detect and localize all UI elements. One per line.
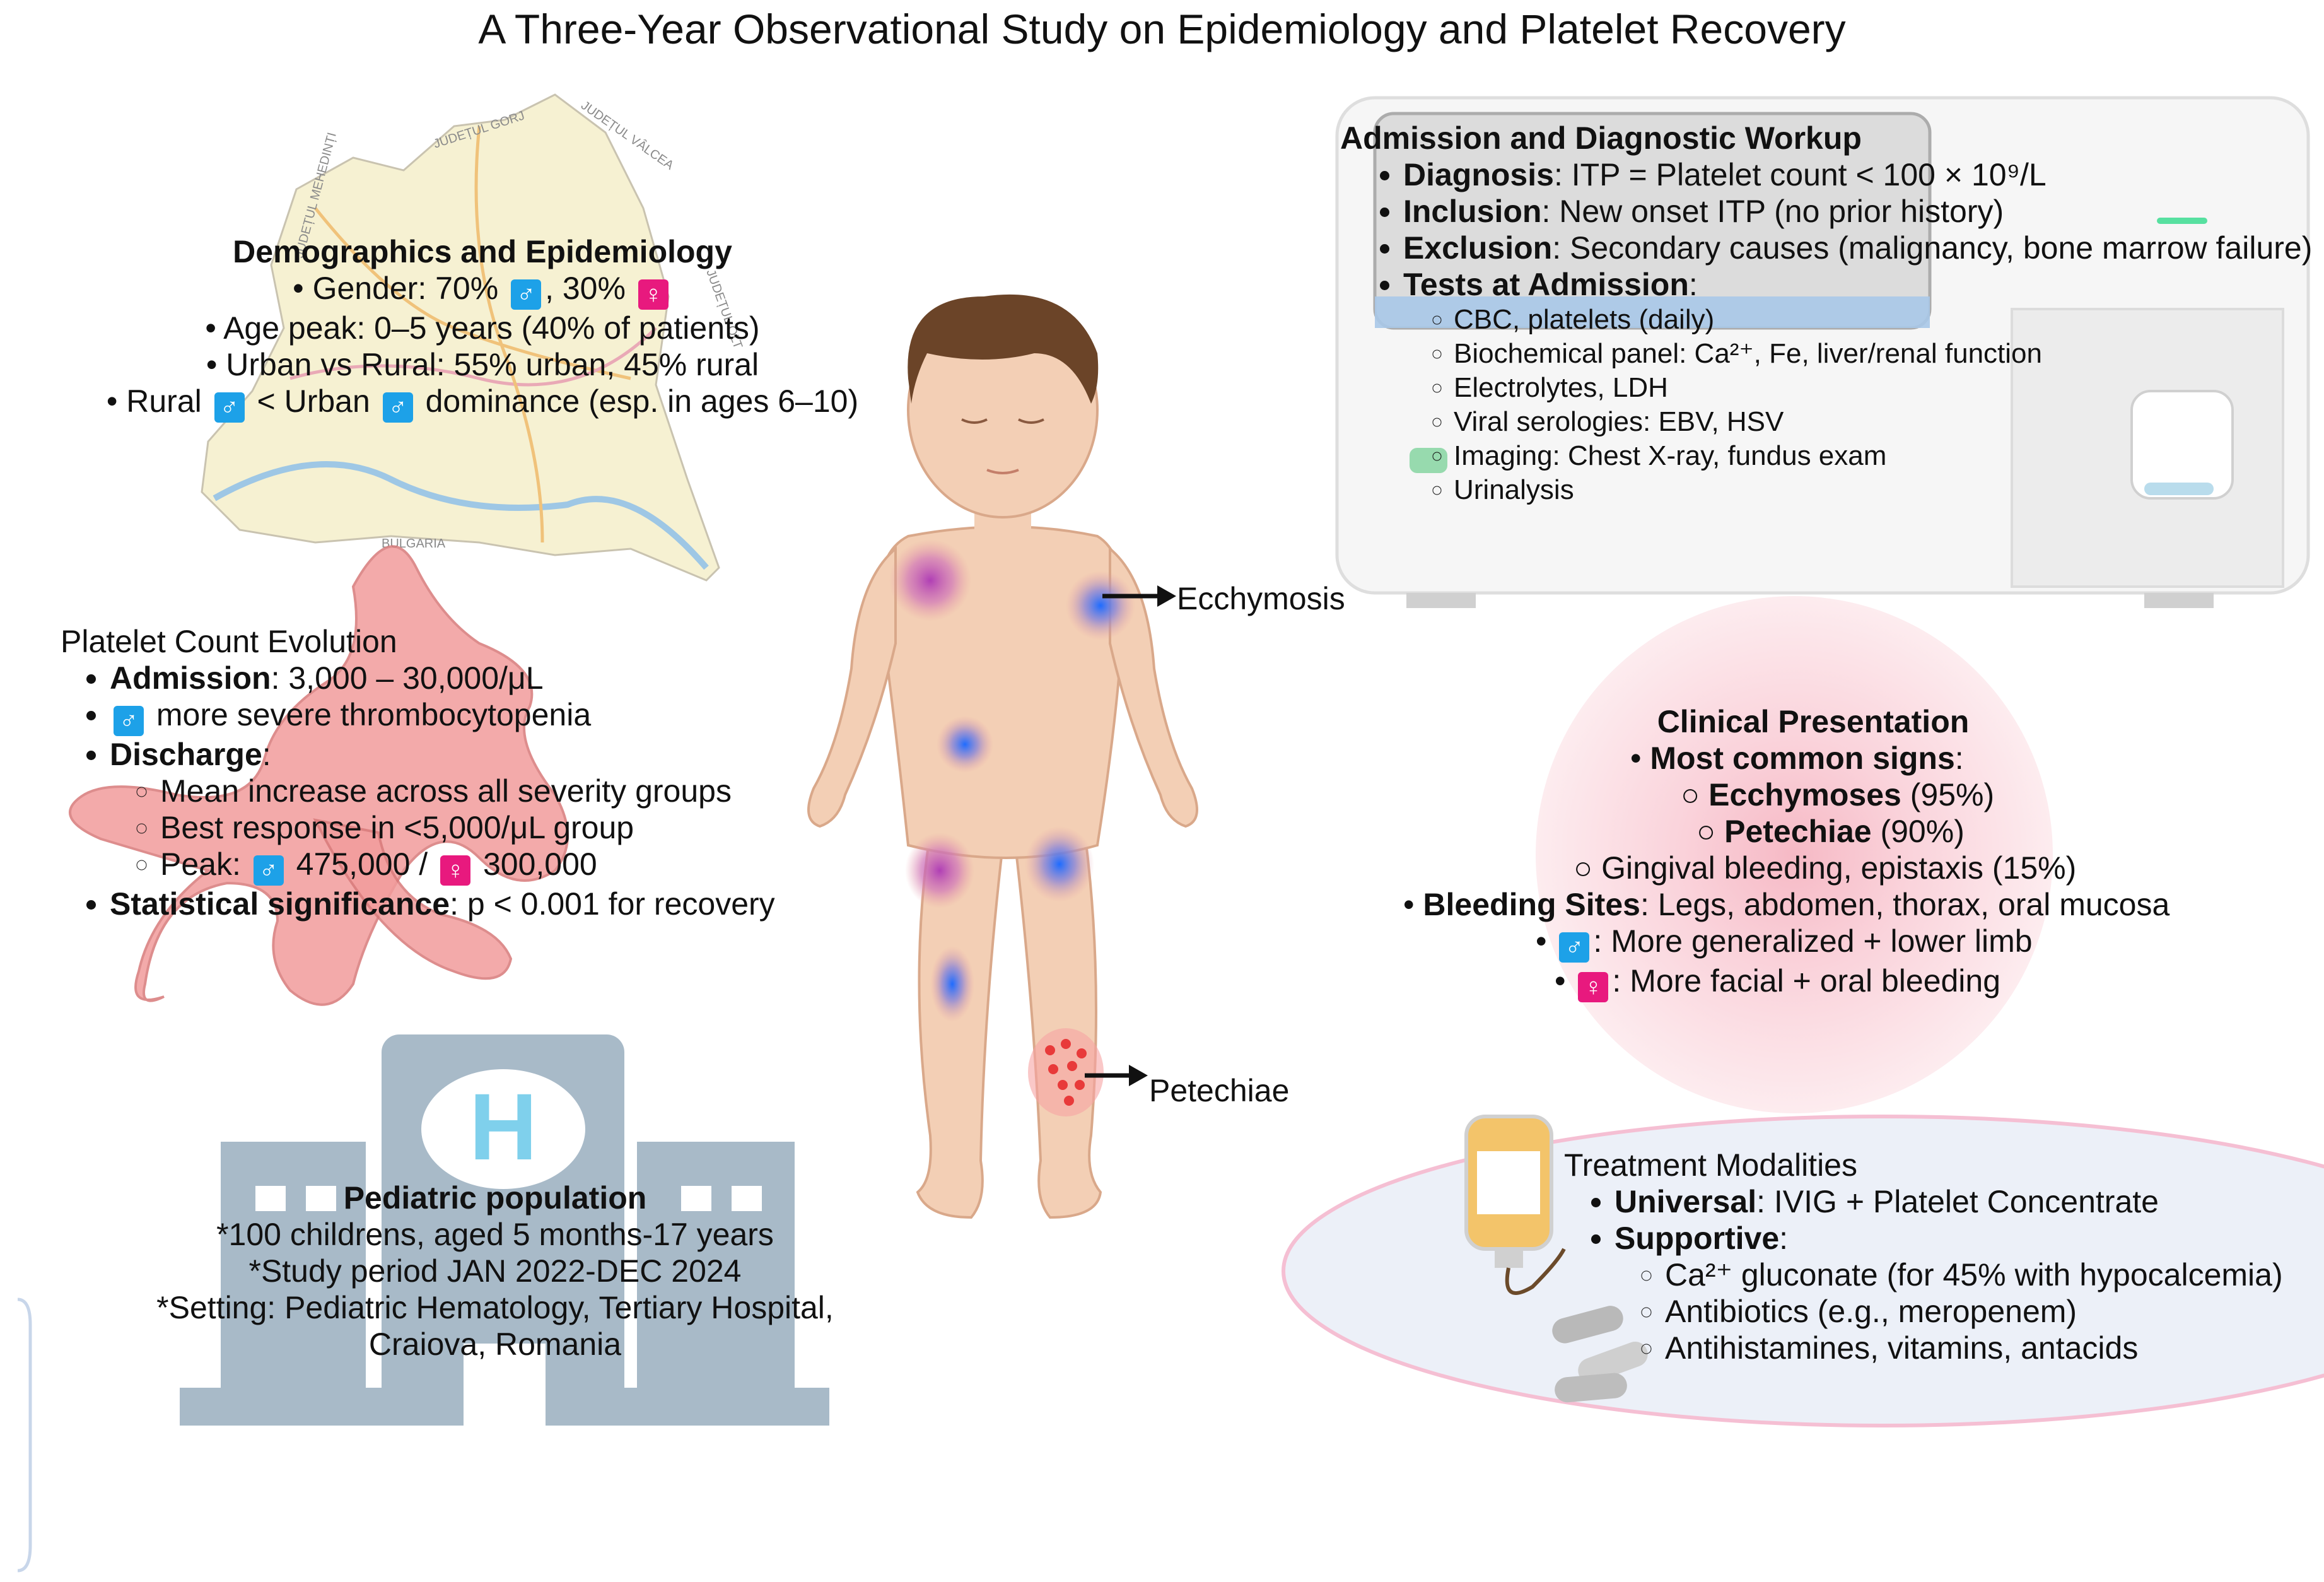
platelet-heading: Platelet Count Evolution — [61, 624, 397, 659]
population-heading: Pediatric population — [343, 1180, 647, 1216]
demographics-heading: Demographics and Epidemiology — [233, 234, 732, 269]
pills-icon — [1552, 1306, 1648, 1403]
male-symbol-icon: ♂ — [253, 855, 284, 886]
test-item: CBC, platelets (daily) — [1454, 303, 2315, 337]
test-item: Biochemical panel: Ca²⁺, Fe, liver/renal… — [1454, 337, 2315, 371]
platelet-section: Platelet Count Evolution Admission: 3,00… — [61, 623, 849, 922]
female-symbol-icon: ♀ — [1578, 972, 1609, 1002]
platelet-illustration — [69, 545, 569, 1006]
male-symbol-icon: ♂ — [511, 279, 542, 310]
exclusion-item: Exclusion: Secondary causes (malignancy,… — [1403, 230, 2315, 266]
population-line-4: Craiova, Romania — [368, 1327, 622, 1362]
child-figure — [807, 294, 1198, 1219]
supportive-item: Supportive: Ca²⁺ gluconate (for 45% with… — [1615, 1220, 2321, 1366]
population-line-3: *Setting: Pediatric Hematology, Tertiary… — [156, 1290, 834, 1325]
signs-line: • Most common signs: — [1630, 741, 1964, 776]
tests-item: Tests at Admission: CBC, platelets (dail… — [1403, 266, 2315, 507]
hospital-illustration: H — [180, 1034, 829, 1426]
bleeding-sites-line: • Bleeding Sites: Legs, abdomen, thorax,… — [1403, 887, 2170, 922]
ecchymosis-arrow — [1102, 585, 1176, 607]
supportive-subitem: Antibiotics (e.g., meropenem) — [1665, 1293, 2321, 1330]
urban-rural-line: • Urban vs Rural: 55% urban, 45% rural — [206, 347, 759, 382]
gingival-line: ○ Gingival bleeding, epistaxis (15%) — [1574, 850, 2077, 886]
treatment-section: Treatment Modalities Universal: IVIG + P… — [1564, 1147, 2321, 1366]
population-line-2: *Study period JAN 2022-DEC 2024 — [248, 1253, 742, 1289]
female-symbol-icon: ♀ — [440, 855, 471, 886]
gender-line: • Gender: 70% ♂, 30% ♀ — [76, 270, 889, 310]
female-bleeding-line: • ♀: More facial + oral bleeding — [1555, 963, 2001, 1002]
platelet-severe-item: ♂ more severe thrombocytopenia — [110, 696, 849, 736]
population-section: Pediatric population *100 childrens, age… — [126, 1180, 864, 1362]
petechiae-line: ○ Petechiae (90%) — [1696, 814, 1965, 849]
platelet-best-item: Best response in <5,000/μL group — [160, 809, 849, 846]
male-symbol-icon: ♂ — [114, 706, 144, 736]
supportive-subitem: Antihistamines, vitamins, antacids — [1665, 1330, 2321, 1366]
admission-section: Admission and Diagnostic Workup Diagnosi… — [1340, 120, 2315, 507]
male-symbol-icon: ♂ — [1559, 932, 1590, 963]
clinical-section: Clinical Presentation • Most common sign… — [1403, 703, 2223, 1002]
male-symbol-icon: ♂ — [214, 392, 245, 423]
petechiae-arrow — [1085, 1065, 1148, 1086]
platelet-peak-item: Peak: ♂ 475,000 / ♀ 300,000 — [160, 846, 849, 886]
ecchymosis-label: Ecchymosis — [1177, 581, 1345, 616]
petechiae-label: Petechiae — [1149, 1073, 1290, 1108]
supportive-subitem: Ca²⁺ gluconate (for 45% with hypocalcemi… — [1665, 1257, 2321, 1293]
test-item: Urinalysis — [1454, 473, 2315, 507]
platelet-mean-item: Mean increase across all severity groups — [160, 773, 849, 809]
test-item: Imaging: Chest X-ray, fundus exam — [1454, 439, 2315, 473]
clinical-halo — [1536, 596, 2053, 1113]
female-symbol-icon: ♀ — [638, 279, 669, 310]
male-symbol-icon: ♂ — [382, 392, 413, 423]
clinical-heading: Clinical Presentation — [1657, 704, 1970, 739]
age-peak-line: • Age peak: 0–5 years (40% of patients) — [205, 310, 760, 346]
platelet-stat-item: Statistical significance: p < 0.001 for … — [110, 886, 849, 922]
population-line-1: *100 childrens, aged 5 months-17 years — [216, 1217, 774, 1252]
treatment-heading: Treatment Modalities — [1564, 1147, 1857, 1183]
platelet-admission-item: Admission: 3,000 – 30,000/μL — [110, 660, 849, 696]
hospital-h-icon: H — [469, 1074, 537, 1180]
page-title: A Three-Year Observational Study on Epid… — [478, 6, 1846, 52]
iv-bag-icon — [1464, 1115, 1566, 1295]
analyzer-machine-illustration — [1335, 96, 2310, 608]
admission-heading: Admission and Diagnostic Workup — [1340, 120, 1862, 156]
inclusion-item: Inclusion: New onset ITP (no prior histo… — [1403, 193, 2315, 230]
test-item: Viral serologies: EBV, HSV — [1454, 405, 2315, 439]
demographics-section: Demographics and Epidemiology • Gender: … — [76, 233, 889, 423]
rural-dominance-line: • Rural ♂ < Urban ♂ dominance (esp. in a… — [106, 384, 859, 423]
universal-item: Universal: IVIG + Platelet Concentrate — [1615, 1183, 2321, 1220]
diagnosis-item: Diagnosis: ITP = Platelet count < 100 × … — [1403, 156, 2315, 193]
male-bleeding-line: • ♂: More generalized + lower limb — [1536, 923, 2033, 963]
platelet-discharge-item: Discharge: Mean increase across all seve… — [110, 736, 849, 886]
ecchymoses-line: ○ Ecchymoses (95%) — [1681, 777, 1995, 812]
test-item: Electrolytes, LDH — [1454, 371, 2315, 405]
